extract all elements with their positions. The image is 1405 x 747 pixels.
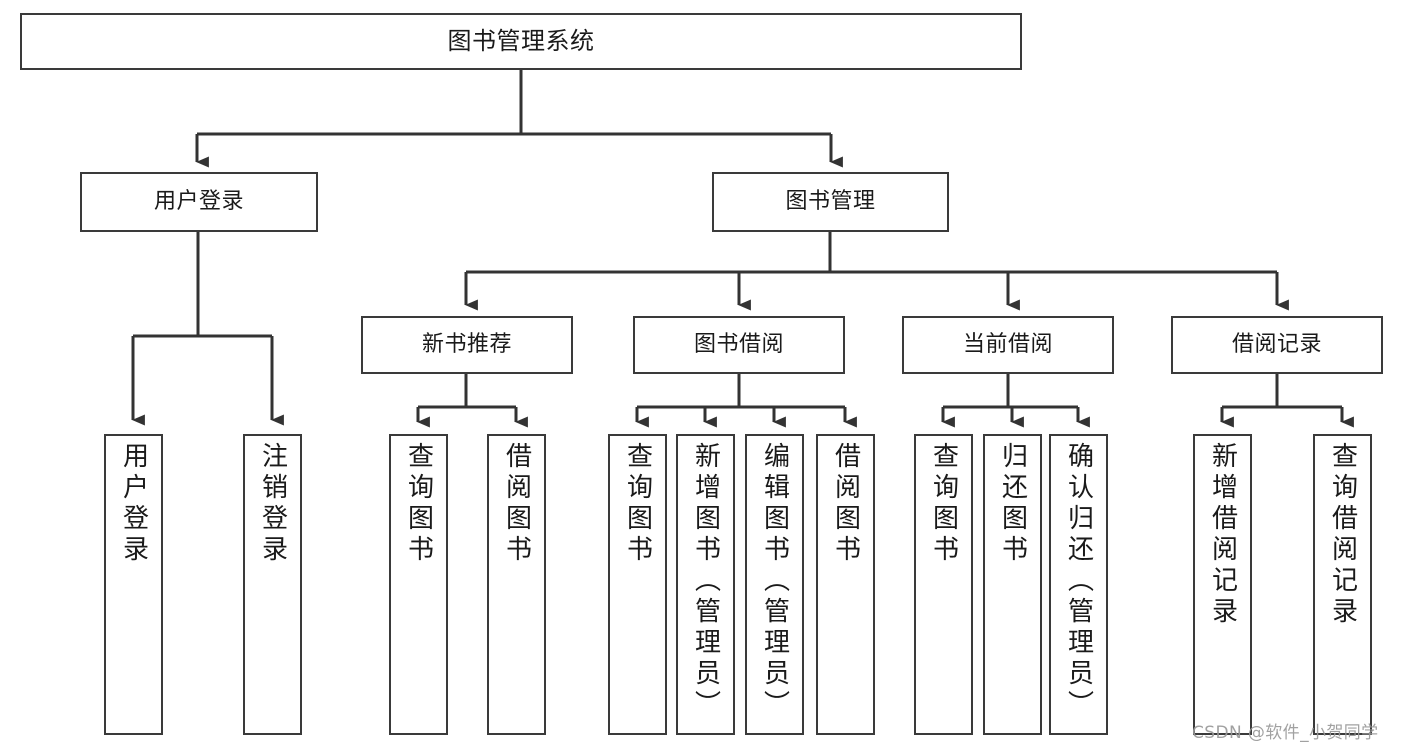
node-book-borrow[interactable]: 图书借阅 xyxy=(633,316,845,374)
node-label: 图书管理系统 xyxy=(447,26,595,55)
node-label: 图书管理 xyxy=(785,189,876,215)
leaf-return-book[interactable]: 归还图书 xyxy=(983,434,1042,735)
node-label: 用户登录 xyxy=(153,189,244,215)
node-label: 图书借阅 xyxy=(693,332,784,358)
node-label: 注销登录 xyxy=(257,442,288,566)
node-user-login[interactable]: 用户登录 xyxy=(80,172,318,232)
leaf-borrow-book-borrow[interactable]: 借阅图书 xyxy=(816,434,875,735)
leaf-add-borrow-record[interactable]: 新增借阅记录 xyxy=(1193,434,1252,735)
node-label: 新增图书（管理员） xyxy=(690,442,721,721)
node-label: 查询图书 xyxy=(403,442,434,566)
node-current-borrow[interactable]: 当前借阅 xyxy=(902,316,1114,374)
leaf-confirm-return-admin[interactable]: 确认归还（管理员） xyxy=(1049,434,1108,735)
node-new-book-recommend[interactable]: 新书推荐 xyxy=(361,316,573,374)
node-label: 查询图书 xyxy=(622,442,653,566)
node-label: 归还图书 xyxy=(997,442,1028,566)
node-label: 借阅图书 xyxy=(501,442,532,566)
leaf-logout-login[interactable]: 注销登录 xyxy=(243,434,302,735)
node-label: 新增借阅记录 xyxy=(1207,442,1238,628)
node-label: 当前借阅 xyxy=(962,332,1053,358)
leaf-edit-book-admin[interactable]: 编辑图书（管理员） xyxy=(745,434,804,735)
leaf-query-book-recommend[interactable]: 查询图书 xyxy=(389,434,448,735)
node-label: 借阅记录 xyxy=(1231,332,1322,358)
leaf-query-borrow-record[interactable]: 查询借阅记录 xyxy=(1313,434,1372,735)
node-label: 借阅图书 xyxy=(830,442,861,566)
leaf-query-book-borrow[interactable]: 查询图书 xyxy=(608,434,667,735)
node-book-management[interactable]: 图书管理 xyxy=(712,172,949,232)
node-label: 查询借阅记录 xyxy=(1327,442,1358,628)
leaf-borrow-book-recommend[interactable]: 借阅图书 xyxy=(487,434,546,735)
leaf-add-book-admin[interactable]: 新增图书（管理员） xyxy=(676,434,735,735)
leaf-query-book-current[interactable]: 查询图书 xyxy=(914,434,973,735)
node-label: 用户登录 xyxy=(118,442,149,566)
leaf-user-login[interactable]: 用户登录 xyxy=(104,434,163,735)
node-label: 编辑图书（管理员） xyxy=(759,442,790,721)
node-label: 新书推荐 xyxy=(421,332,512,358)
node-root-book-management-system[interactable]: 图书管理系统 xyxy=(20,13,1022,70)
node-label: 查询图书 xyxy=(928,442,959,566)
node-label: 确认归还（管理员） xyxy=(1063,442,1094,721)
watermark-text: CSDN @软件_小贺同学 xyxy=(1192,723,1379,743)
node-borrow-record[interactable]: 借阅记录 xyxy=(1171,316,1383,374)
